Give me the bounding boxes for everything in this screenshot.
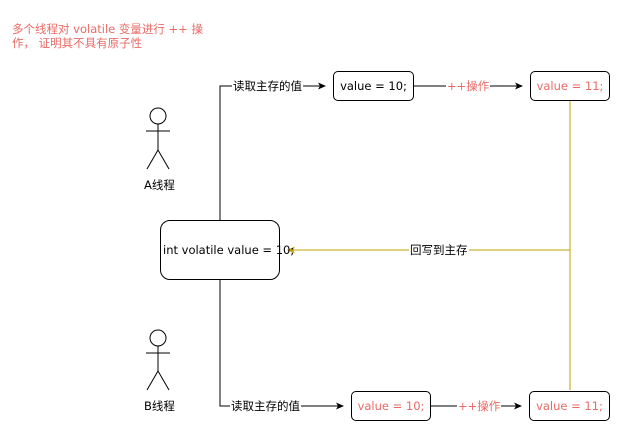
thread-a-read-box: value = 10; <box>333 71 414 101</box>
thread-a-label: A线程 <box>144 178 175 192</box>
diagram-title-line-2: 作， 证明其不具有原子性 <box>12 36 143 50</box>
connector-b-read <box>219 280 344 410</box>
main-memory-box: int volatile value = 10; <box>160 220 294 280</box>
thread-a-result-box: value = 11; <box>530 71 610 101</box>
thread-b-result-box: value = 11; <box>529 391 610 421</box>
thread-b-op-label: ++操作 <box>457 399 502 413</box>
thread-b-read-value: value = 10; <box>357 399 425 413</box>
thread-a-read-value: value = 10; <box>340 79 407 93</box>
thread-a-result-value: value = 11; <box>536 79 604 93</box>
actor-a-stick-figure-icon <box>146 107 170 170</box>
actor-b-stick-figure-icon <box>146 329 170 391</box>
writeback-label: 回写到主存 <box>409 243 469 257</box>
main-memory-text: int volatile value = 10; <box>163 243 295 257</box>
thread-b-read-box: value = 10; <box>351 391 431 421</box>
connector-a-read <box>219 82 326 220</box>
thread-a-read-label: 读取主存的值 <box>232 79 303 93</box>
thread-b-label: B线程 <box>144 399 175 413</box>
thread-b-result-value: value = 11; <box>536 399 603 413</box>
thread-b-read-label: 读取主存的值 <box>230 399 301 413</box>
diagram-title-line-1: 多个线程对 volatile 变量进行 ++ 操 <box>12 22 203 36</box>
thread-a-op-label: ++操作 <box>446 79 491 93</box>
